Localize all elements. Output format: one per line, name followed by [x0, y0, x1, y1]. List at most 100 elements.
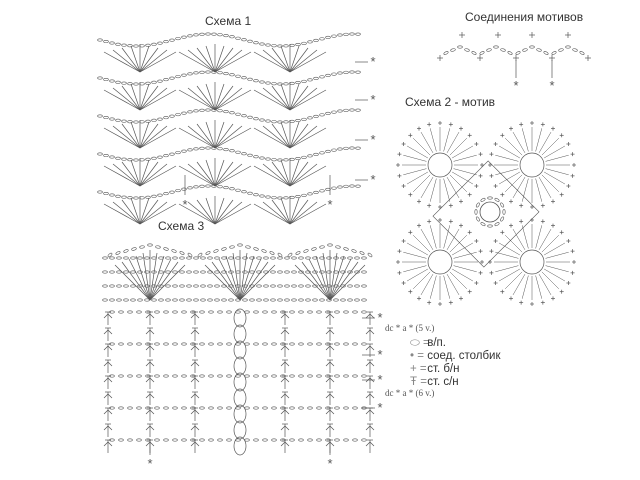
chain-stitch: [277, 284, 283, 288]
chain-stitch: [352, 374, 358, 378]
chain-stitch: [208, 406, 214, 410]
chain-stitch: [331, 34, 337, 38]
chain-stitch: [186, 284, 192, 288]
chain-stitch: [271, 196, 277, 200]
chain-stitch: [253, 193, 259, 197]
chain-stitch: [313, 190, 319, 194]
chain-stitch: [271, 158, 277, 162]
asterisk-marker: *: [513, 78, 518, 93]
chain-stitch: [109, 310, 115, 314]
chain-stitch: [115, 80, 121, 84]
chain-stitch: [200, 256, 206, 260]
chain-stitch: [235, 342, 241, 346]
chain-stitch: [172, 438, 178, 442]
chain-stitch: [217, 406, 223, 410]
motif-joins-title: Соединения мотивов: [465, 10, 584, 24]
chain-stitch: [163, 342, 169, 346]
chain-stitch: [303, 249, 309, 253]
chain-stitch: [319, 284, 325, 288]
chain-stitch: [253, 247, 259, 251]
chain-stitch: [223, 72, 229, 76]
chain-stitch: [347, 298, 353, 302]
chain-stitch: [144, 270, 150, 274]
chain-stitch: [144, 284, 150, 288]
chain-stitch: [199, 146, 205, 150]
chain-stitch: [247, 153, 253, 157]
chain-stitch: [361, 256, 367, 260]
chain-stitch: [199, 310, 205, 314]
asterisk-marker: *: [549, 78, 554, 93]
chain-stitch: [289, 119, 295, 123]
chain-stitch: [154, 374, 160, 378]
chain-stitch: [187, 110, 193, 114]
chain-stitch: [295, 80, 301, 84]
chain-stitch: [103, 154, 109, 158]
chain-stitch: [270, 284, 276, 288]
chain-stitch: [175, 151, 181, 155]
chain-stitch: [208, 310, 214, 314]
chain-stitch: [123, 249, 129, 253]
chain-stitch: [334, 310, 340, 314]
chain-stitch: [340, 298, 346, 302]
chain-stitch: [214, 270, 220, 274]
chain-stitch: [97, 76, 103, 80]
chain-stitch: [291, 298, 297, 302]
chain-stitch: [283, 82, 289, 86]
chain-stitch: [121, 157, 127, 161]
chain-stitch: [214, 284, 220, 288]
chain-stitch: [211, 108, 217, 112]
chain-stitch: [145, 342, 151, 346]
chain-stitch: [151, 156, 157, 160]
chain-stitch: [151, 298, 157, 302]
chain-stitch: [109, 406, 115, 410]
chain-stitch: [169, 152, 175, 156]
chain-stitch: [280, 342, 286, 346]
chain-stitch: [190, 438, 196, 442]
chain-stitch: [253, 79, 259, 83]
chain-stitch: [326, 284, 332, 288]
chain-stitch: [136, 374, 142, 378]
chain-stitch: [347, 284, 353, 288]
chain-stitch: [331, 72, 337, 76]
chain-stitch: [223, 148, 229, 152]
chain-stitch: [237, 243, 243, 247]
chain-stitch: [145, 310, 151, 314]
chain-stitch: [301, 193, 307, 197]
chain-stitch: [157, 79, 163, 83]
chain-stitch: [295, 156, 301, 160]
chain-stitch: [543, 51, 549, 55]
chain-stitch: [289, 374, 295, 378]
chain-stitch: [502, 209, 506, 215]
chain-stitch: [127, 438, 133, 442]
chain-stitch: [349, 184, 355, 188]
chain-stitch: [172, 406, 178, 410]
chain-stitch: [280, 438, 286, 442]
chain-stitch: [187, 34, 193, 38]
chain-stitch: [165, 256, 171, 260]
chain-stitch: [193, 298, 199, 302]
chain-stitch: [127, 82, 133, 86]
chain-stitch: [262, 342, 268, 346]
chain-stitch: [256, 256, 262, 260]
chain-stitch: [319, 151, 325, 155]
chain-stitch: [102, 298, 108, 302]
chain-stitch: [235, 310, 241, 314]
chain-stitch: [307, 406, 313, 410]
chain-stitch: [316, 374, 322, 378]
chain-stitch: [151, 194, 157, 198]
chain-stitch: [127, 120, 133, 124]
chain-stitch: [480, 222, 486, 227]
chain-stitch: [263, 256, 269, 260]
chain-stitch: [507, 51, 513, 55]
chain-stitch: [244, 342, 250, 346]
chain-stitch: [121, 119, 127, 123]
asterisk-marker: *: [377, 400, 382, 415]
chain-stitch: [200, 298, 206, 302]
chain-stitch: [139, 82, 145, 86]
asterisk-marker: *: [182, 197, 187, 212]
chain-stitch: [102, 284, 108, 288]
chain-stitch: [325, 342, 331, 346]
chain-stitch: [116, 284, 122, 288]
chain-stitch: [172, 298, 178, 302]
chain-stitch: [221, 270, 227, 274]
